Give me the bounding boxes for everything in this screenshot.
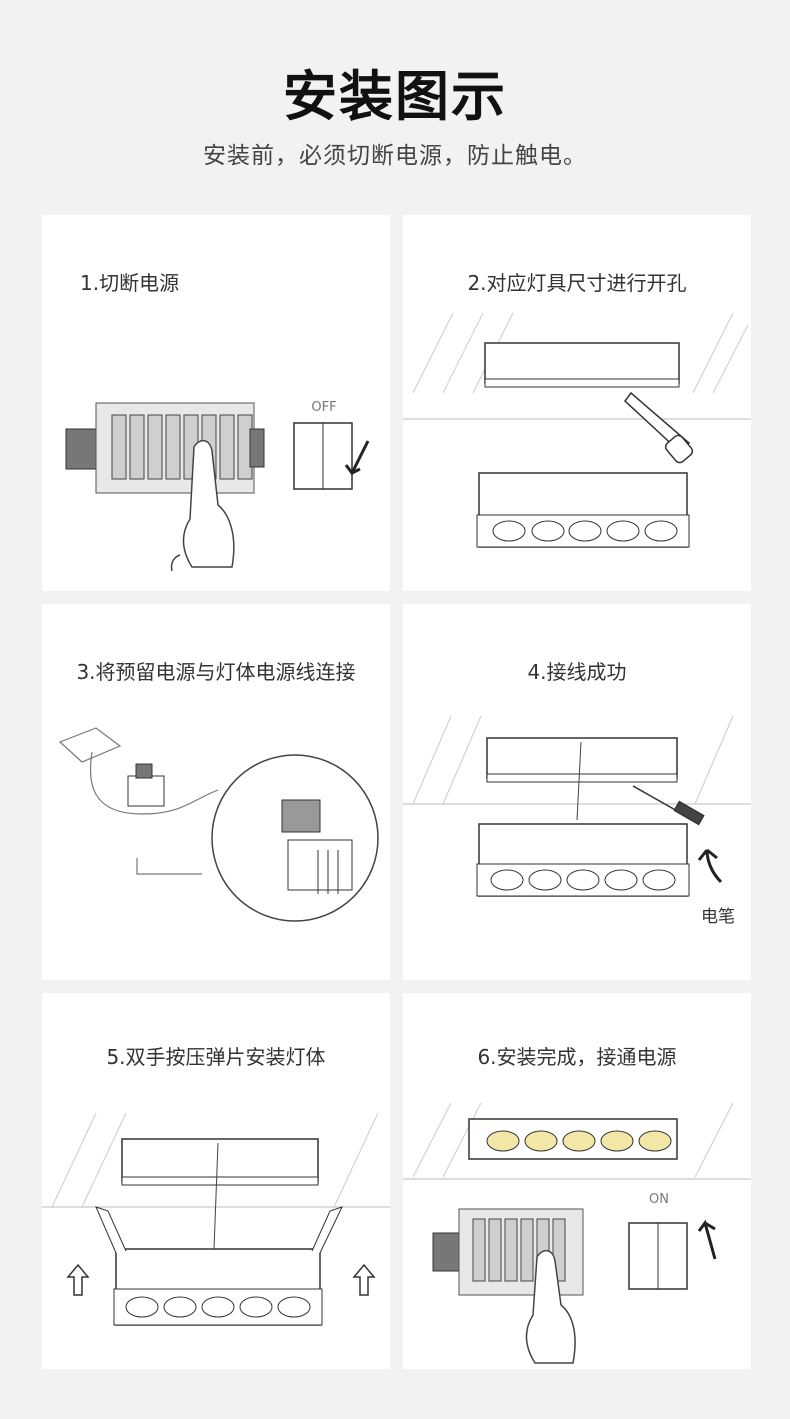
hand-icon bbox=[170, 439, 235, 572]
tester-label: 电笔 bbox=[701, 907, 735, 927]
step-2-illustration bbox=[403, 312, 751, 548]
arrow-icon bbox=[697, 848, 723, 884]
breaker-icon bbox=[65, 402, 265, 494]
light-fixture-icon bbox=[476, 342, 690, 548]
step-3-illustration bbox=[58, 727, 379, 922]
switch-state-text: OFF bbox=[311, 400, 336, 415]
step-label-1: 1.切断电源 bbox=[80, 271, 180, 295]
step-5-illustration bbox=[42, 1112, 390, 1326]
arrow-icon bbox=[697, 1219, 717, 1260]
light-fixture-icon bbox=[95, 1138, 343, 1326]
screwdriver-icon bbox=[632, 785, 705, 826]
connector-icon bbox=[127, 763, 165, 807]
step-panel-3: 3.将预留电源与灯体电源线连接 bbox=[42, 604, 390, 980]
arrow-icon bbox=[352, 1263, 376, 1296]
light-fixture-icon bbox=[476, 737, 690, 897]
step-label-6: 6.安装完成，接通电源 bbox=[477, 1045, 677, 1069]
step-4-illustration: 电笔 bbox=[403, 715, 751, 927]
wall-switch-icon: ON bbox=[628, 1192, 717, 1290]
step-1-illustration: OFF bbox=[65, 400, 370, 572]
step-label-5: 5.双手按压弹片安装灯体 bbox=[106, 1045, 326, 1069]
step-label-2: 2.对应灯具尺寸进行开孔 bbox=[467, 271, 687, 295]
step-panel-4: 4.接线成功 电笔 bbox=[403, 604, 751, 980]
step-6-illustration: ON bbox=[403, 1102, 751, 1364]
page-subtitle: 安装前，必须切断电源，防止触电。 bbox=[203, 143, 587, 169]
wall-switch-icon: OFF bbox=[293, 400, 370, 490]
breaker-icon bbox=[432, 1208, 584, 1296]
step-panel-5: 5.双手按压弹片安装灯体 bbox=[42, 993, 390, 1369]
step-panel-2: 2.对应灯具尺寸进行开孔 bbox=[403, 215, 751, 591]
step-panel-6: 6.安装完成，接通电源 bbox=[403, 993, 751, 1369]
connector-icon bbox=[281, 799, 353, 894]
hand-icon bbox=[525, 1249, 576, 1364]
light-fixture-icon bbox=[468, 1118, 678, 1160]
step-panel-1: 1.切断电源 OFF bbox=[42, 215, 390, 591]
arrow-icon bbox=[66, 1263, 90, 1296]
page-title: 安装图示 bbox=[283, 65, 507, 128]
saw-icon bbox=[623, 391, 694, 464]
switch-state-text: ON bbox=[649, 1192, 669, 1207]
step-label-3: 3.将预留电源与灯体电源线连接 bbox=[76, 660, 356, 684]
arrow-icon bbox=[344, 440, 370, 476]
step-label-4: 4.接线成功 bbox=[527, 660, 627, 684]
